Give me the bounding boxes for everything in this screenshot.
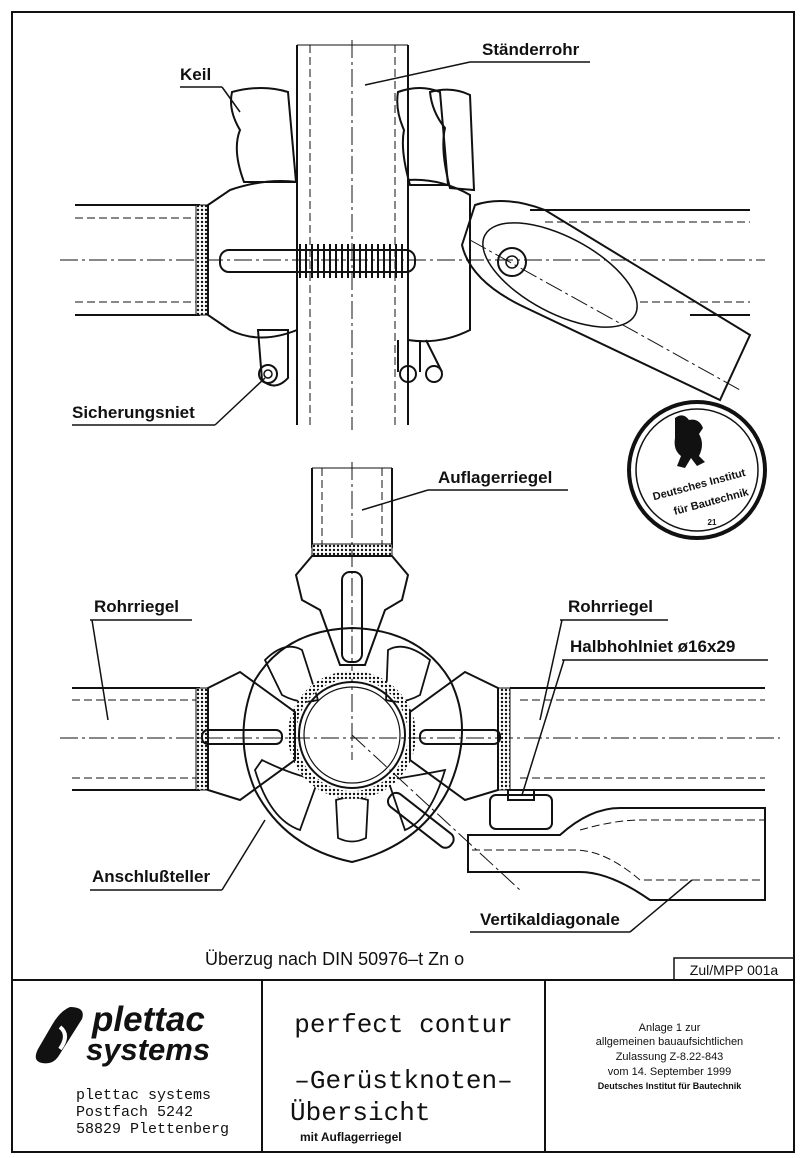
approval-line-3: Zulassung Z-8.22-843: [615, 1051, 724, 1063]
label-rohrriegel-right: Rohrriegel: [568, 597, 653, 616]
address-postfach: Postfach 5242: [76, 1104, 194, 1121]
rosette-disc: [242, 626, 463, 864]
label-sicherungsniet: Sicherungsniet: [72, 403, 195, 422]
label-vertikaldiagonale: Vertikaldiagonale: [480, 910, 620, 929]
bear-icon: [674, 415, 705, 468]
label-rohrriegel-left: Rohrriegel: [94, 597, 179, 616]
coating-note: Überzug nach DIN 50976–t Zn o: [205, 949, 464, 969]
plan-view: [60, 462, 780, 901]
dibt-stamp: Deutsches Institut für Bautechnik 21: [627, 400, 767, 540]
label-halbhohlniet: Halbhohlniet ø16x29: [570, 637, 735, 656]
approval-line-2: allgemeinen bauaufsichtlichen: [595, 1036, 744, 1048]
approval-line-4: vom 14. September 1999: [607, 1066, 732, 1078]
labels: Keil Ständerrohr Sicherungsniet Auflager…: [72, 40, 795, 981]
plettac-logo-icon: [35, 1007, 83, 1064]
address-city: 58829 Plettenberg: [76, 1121, 230, 1138]
elevation-view: [60, 40, 765, 430]
logo-systems: systems: [86, 1032, 211, 1067]
drawing-subtitle: Übersicht: [290, 1098, 431, 1128]
approval-line-5: Deutsches Institut für Bautechnik: [597, 1081, 742, 1091]
product-name: perfect contur: [294, 1010, 513, 1040]
drawing-title: –Gerüstknoten–: [294, 1066, 513, 1096]
drawing-number-box: [673, 957, 795, 981]
logo-plettac: plettac: [92, 1000, 205, 1039]
label-auflagerriegel: Auflagerriegel: [438, 468, 552, 487]
address-company: plettac systems: [76, 1087, 212, 1104]
label-keil: Keil: [180, 65, 211, 84]
drawing-number: Zul/MPP 001a: [690, 962, 779, 978]
sheet-border: [11, 11, 795, 1153]
label-anschlussteller: Anschlußteller: [92, 867, 210, 886]
approval-line-1: Anlage 1 zur: [638, 1022, 701, 1034]
drawing-subtitle-small: mit Auflagerriegel: [300, 1130, 402, 1144]
label-staenderrohr: Ständerrohr: [482, 40, 580, 59]
stamp-number: 21: [708, 518, 717, 527]
